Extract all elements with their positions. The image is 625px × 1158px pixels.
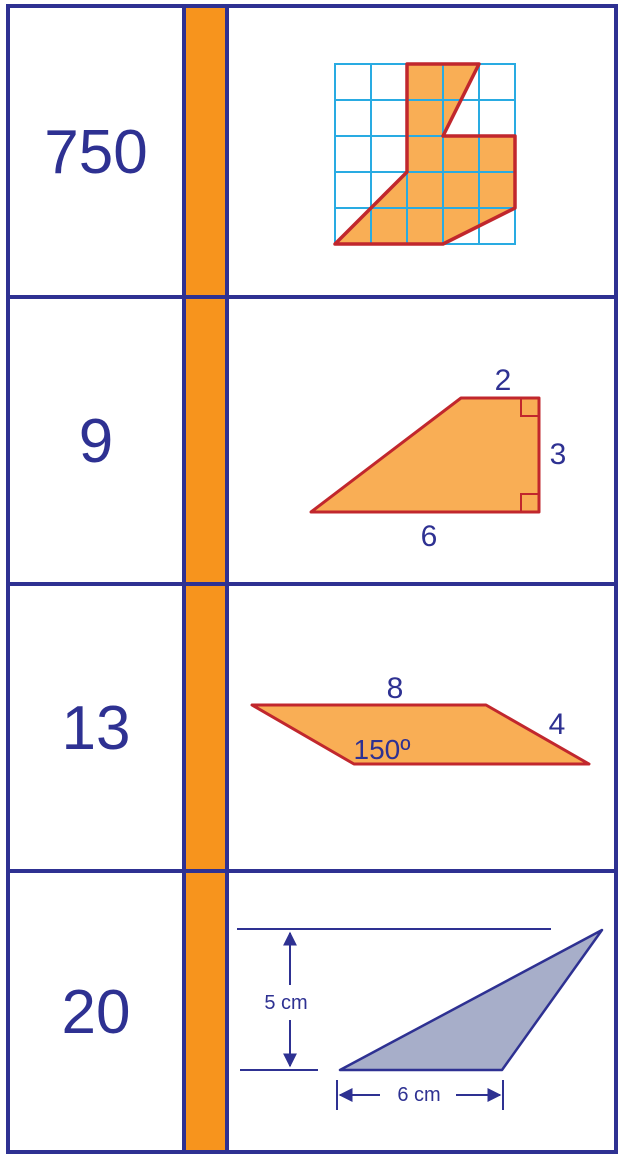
parallelogram-shape — [250, 703, 591, 766]
grid-polygon-outline — [333, 62, 517, 246]
trapezoid-right-label: 3 — [550, 438, 567, 471]
right-trapezoid-figure: 2 3 6 — [309, 364, 567, 553]
card-row-1: 750 — [10, 8, 614, 294]
value-label-3: 13 — [61, 693, 131, 763]
value-label-2: 9 — [78, 406, 114, 476]
parallelogram-angle-label: 150º — [354, 734, 411, 765]
orange-divider-bar — [182, 8, 229, 1150]
parallelogram-figure: 8 4 150º — [250, 672, 591, 766]
value-label-4: 20 — [61, 978, 131, 1047]
value-cell-2: 9 — [10, 299, 182, 581]
card-row-4: 20 — [10, 869, 614, 1150]
card-board: 750 9 13 20 — [6, 4, 618, 1154]
parallelogram-side-label: 4 — [549, 708, 566, 741]
value-cell-4: 20 — [10, 873, 182, 1150]
trapezoid-top-label: 2 — [495, 364, 512, 397]
grid-polygon-figure — [333, 62, 517, 246]
triangle-height-label: 5 cm — [264, 992, 307, 1014]
value-label-1: 750 — [44, 117, 148, 187]
parallelogram-top-label: 8 — [387, 672, 404, 705]
value-cell-1: 750 — [10, 8, 182, 294]
triangle-base-label: 6 cm — [397, 1084, 440, 1106]
triangle-shape — [338, 928, 604, 1072]
card-row-3: 13 — [10, 582, 614, 868]
card-row-2: 9 — [10, 295, 614, 581]
trapezoid-bottom-label: 6 — [421, 520, 438, 553]
right-angle-mark-bottom — [520, 493, 539, 512]
value-cell-3: 13 — [10, 586, 182, 868]
right-trapezoid-shape — [309, 396, 541, 514]
right-angle-mark-top — [520, 398, 539, 417]
triangle-figure: 5 cm 6 cm — [237, 928, 604, 1110]
